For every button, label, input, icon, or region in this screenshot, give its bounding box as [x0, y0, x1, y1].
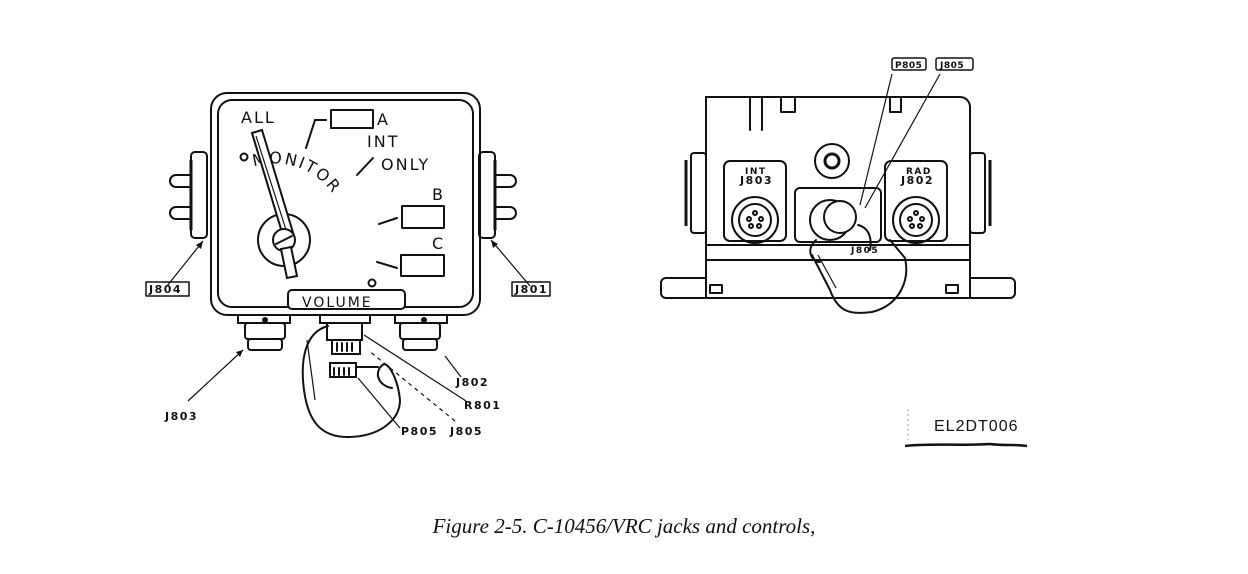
j804-callout-box: [145, 281, 190, 297]
volume-label: VOLUME: [302, 295, 373, 311]
j803-bottom-connector: [237, 314, 291, 351]
p805-callout: P805: [895, 61, 922, 71]
j802-label: J802: [900, 174, 934, 187]
b-label: B: [432, 185, 445, 204]
j801-callout: J801: [514, 283, 548, 296]
int-label: INT: [745, 167, 767, 177]
figure-caption: Figure 2-5. C-10456/VRC jacks and contro…: [432, 514, 816, 538]
mounting-flange: [660, 277, 1016, 299]
j801-side-connector: [478, 151, 517, 239]
c-label: C: [432, 234, 445, 253]
only-label: ONLY: [381, 155, 430, 174]
window-a: [330, 109, 374, 129]
front-view: ALL A INT ONLY B C MONITOR VOLUME: [145, 92, 551, 439]
j805-callout-box: [935, 57, 974, 71]
j805-connector-with-cap[interactable]: [809, 199, 872, 263]
indicator-lamp: [814, 143, 850, 179]
j805-callout: J805: [939, 61, 964, 71]
rear-view: INT J803 RAD J802 J805 P805 J805: [660, 57, 1016, 314]
callout-lines: [166, 239, 531, 429]
r801-callout: R801: [464, 399, 501, 412]
a-label: A: [377, 110, 390, 129]
window-c: [400, 254, 445, 277]
int-label: INT: [367, 132, 399, 151]
j805-label: J805: [850, 246, 879, 256]
j802-callout: J802: [455, 376, 489, 389]
all-label: ALL: [241, 108, 276, 127]
p805-callout: P805: [401, 425, 438, 438]
j803-label: J803: [739, 174, 773, 187]
j805-callout: J805: [449, 425, 483, 438]
volume-plate: [287, 289, 406, 310]
monitor-selector-knob[interactable]: [250, 128, 311, 280]
window-b: [401, 205, 445, 229]
figure-id: EL2DT006: [934, 418, 1019, 435]
volume-control-r801[interactable]: [319, 314, 371, 378]
int-j803-connector: [723, 160, 787, 244]
p805-callout-box: [891, 57, 927, 71]
j803-callout: J803: [164, 410, 198, 423]
rad-label: RAD: [906, 167, 932, 177]
j804-side-connector: [169, 151, 208, 239]
j802-bottom-connector: [394, 314, 448, 351]
rad-j802-connector: [884, 160, 948, 244]
j801-callout-box: [511, 281, 551, 297]
j804-callout: J804: [148, 283, 182, 296]
